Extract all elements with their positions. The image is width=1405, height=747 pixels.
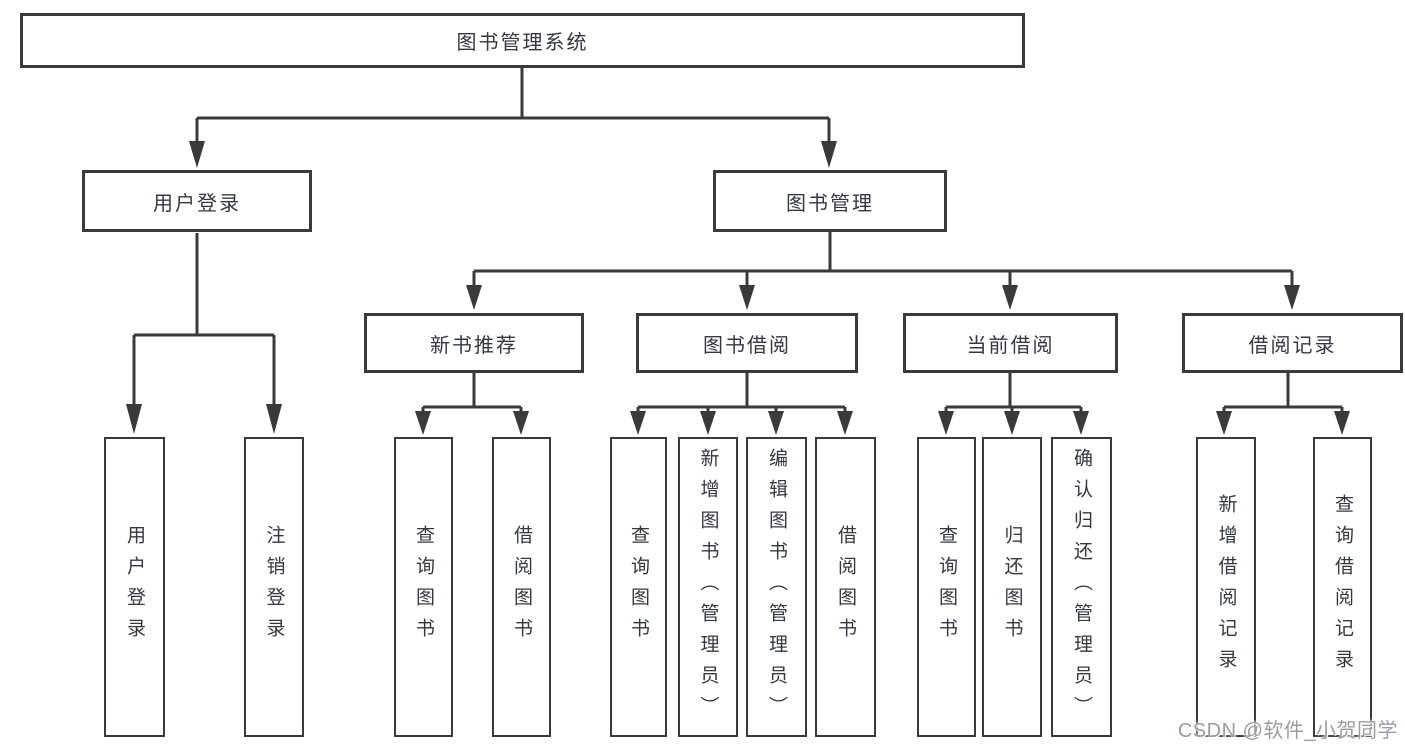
node-user-login: 用户登录 [82, 170, 312, 232]
leaf-add-borrow-record: 新增借阅记录 [1196, 437, 1256, 737]
leaf-logout: 注销登录 [244, 437, 304, 737]
leaf-query-borrow-record: 查询借阅记录 [1313, 437, 1372, 737]
leaf-query-books-current: 查询图书 [917, 437, 976, 737]
leaf-return-book: 归还图书 [982, 437, 1042, 737]
arrowhead-icons [126, 141, 1350, 435]
leaf-user-login: 用户登录 [104, 437, 165, 737]
node-borrow-records: 借阅记录 [1182, 313, 1403, 373]
leaf-confirm-return-admin: 确认归还（管理员） [1051, 437, 1112, 737]
node-library-management-system: 图书管理系统 [20, 13, 1025, 68]
leaf-borrow-books-recommend: 借阅图书 [492, 437, 551, 737]
node-current-borrow: 当前借阅 [903, 313, 1118, 373]
node-book-management: 图书管理 [713, 170, 947, 232]
leaf-edit-book-admin: 编辑图书（管理员） [746, 437, 807, 737]
node-book-borrow: 图书借阅 [636, 313, 858, 373]
leaf-add-book-admin: 新增图书（管理员） [678, 437, 738, 737]
leaf-query-books-borrow: 查询图书 [610, 437, 667, 737]
node-new-book-recommend: 新书推荐 [364, 313, 584, 373]
leaf-borrow-books: 借阅图书 [815, 437, 876, 737]
leaf-query-books-recommend: 查询图书 [394, 437, 453, 737]
watermark: CSDN @软件_小贺同学 [1177, 720, 1398, 742]
